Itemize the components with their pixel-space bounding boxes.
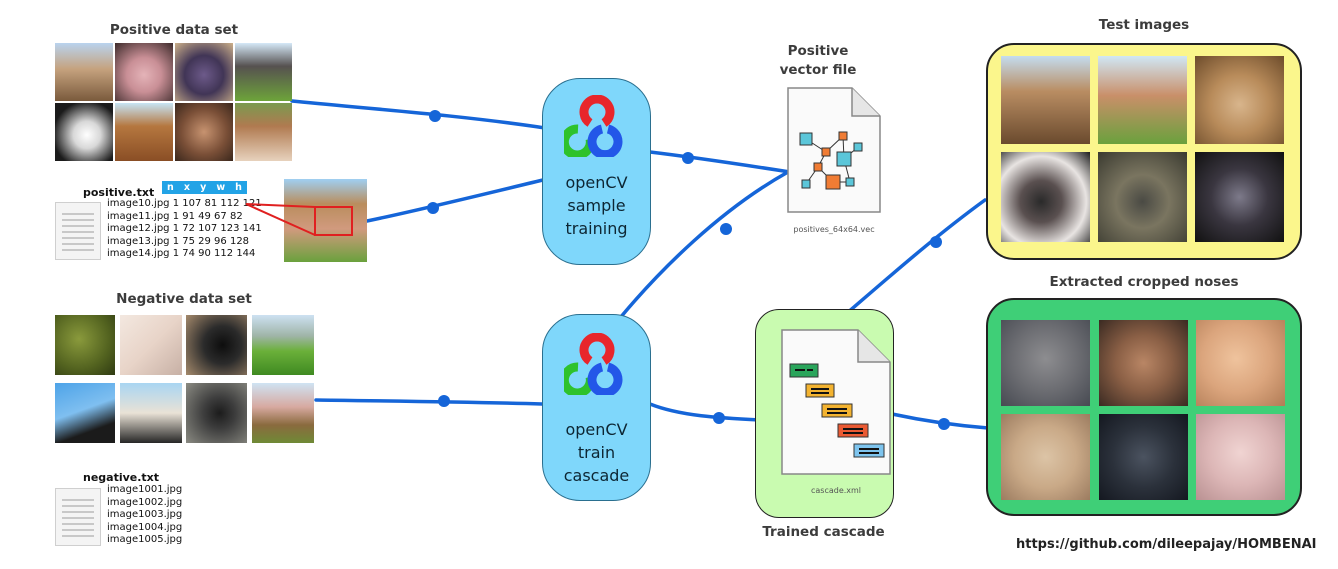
test-image-black-cow	[1195, 152, 1284, 242]
cascade-document-icon	[781, 329, 891, 475]
connector-negative-set-to-train-cascade	[314, 398, 544, 406]
train-cascade-label-3: cascade	[563, 466, 630, 485]
positive-txt-line: image12.jpg 1 72 107 123 141	[107, 223, 262, 235]
positive-txt-filename: positive.txt	[83, 186, 155, 199]
cow-looking-photo	[175, 103, 233, 161]
code-blocks-icon	[789, 363, 885, 458]
header-h: h	[235, 182, 242, 193]
connector-dot	[930, 236, 942, 248]
cow-eye-photo	[186, 383, 247, 443]
connector-positive-set-to-sample-training	[290, 99, 547, 130]
vector-file-title-line-1: Positive	[787, 43, 849, 59]
nose-crop-pink	[1196, 414, 1285, 500]
connector-dot	[438, 395, 450, 407]
test-image-cow-group	[1001, 56, 1090, 144]
cow-bw-face-photo	[55, 103, 113, 161]
vector-file-title-line-2: vector file	[779, 62, 857, 78]
nose-crop-tan	[1196, 320, 1285, 406]
annotation-highlight	[245, 203, 353, 236]
cropped-noses-panel	[986, 298, 1302, 516]
positive-txt-line: image10.jpg 1 107 81 112 121	[107, 198, 262, 209]
connector-annotation-image-to-sample-training	[365, 178, 545, 223]
connector-dot	[938, 418, 950, 430]
header-y: y	[200, 182, 207, 193]
negative-txt-line: image1001.jpg	[107, 484, 183, 495]
connector-train-cascade-to-trained-cascade	[648, 402, 762, 422]
cow-ear-sky-photo	[55, 383, 115, 443]
grass-texture-photo	[55, 315, 115, 375]
nose-crop-grey	[1001, 320, 1090, 406]
sample-training-label-1: openCV	[565, 173, 628, 192]
annotation-header-bar: n x y w h	[162, 181, 247, 194]
cow-face-photo	[55, 43, 113, 101]
header-x: x	[183, 182, 190, 193]
trained-cascade-title: Trained cascade	[762, 524, 885, 540]
header-n: n	[167, 182, 174, 193]
nose-crop-dark	[1099, 414, 1188, 500]
calf-face-photo	[235, 103, 292, 161]
positive-txt-lines: image10.jpg 1 107 81 112 121 image11.jpg…	[107, 198, 262, 261]
test-image-grey-cow	[1098, 152, 1187, 242]
negative-txt-document-icon	[55, 488, 101, 546]
negative-txt-filename: negative.txt	[83, 471, 160, 484]
cow-nose-closeup-photo	[115, 43, 173, 101]
negative-txt-lines: image1001.jpg image1002.jpg image1003.jp…	[107, 484, 182, 547]
positive-txt-document-icon	[55, 202, 101, 260]
sample-training-label-2: sample	[567, 196, 626, 215]
train-cascade-label-1: openCV	[565, 420, 628, 439]
github-url-text: https://github.com/dileepajay/HOMBENAI	[1016, 537, 1317, 552]
meadow-landscape-photo	[252, 315, 314, 375]
train-cascade-label-2: train	[577, 443, 616, 462]
train-cascade-process-box: openCV train cascade	[542, 314, 651, 501]
connector-train-cascade-to-vector-file	[618, 170, 790, 320]
bounding-box	[314, 206, 353, 236]
negative-set-title: Negative data set	[116, 291, 252, 307]
cow-in-field-photo	[235, 43, 292, 101]
brown-cow-face-photo	[115, 103, 173, 161]
sample-training-label-3: training	[565, 219, 628, 238]
connector-sample-training-to-vector-file	[648, 150, 792, 174]
connector-dot	[427, 202, 439, 214]
cow-muzzle-photo	[175, 43, 233, 101]
vector-file-filename: positives_64x64.vec	[793, 225, 875, 234]
test-image-brown-cow	[1098, 56, 1187, 144]
connector-dot	[713, 412, 725, 424]
sample-training-process-box: openCV sample training	[542, 78, 651, 265]
connector-dot	[429, 110, 441, 122]
cow-eye-closeup-photo	[186, 315, 247, 375]
test-images-title: Test images	[1098, 17, 1190, 33]
negative-txt-line: image1003.jpg	[107, 509, 183, 521]
connector-trained-cascade-to-test-images	[830, 198, 987, 328]
positive-set-title: Positive data set	[109, 22, 239, 38]
header-w: w	[216, 182, 226, 193]
nose-crop-beige	[1001, 414, 1090, 500]
cascade-filename: cascade.xml	[810, 486, 862, 495]
cow-ear-landscape-photo	[252, 383, 314, 443]
positive-txt-line: image11.jpg 1 91 49 67 82	[107, 210, 243, 222]
positive-txt-line: image13.jpg 1 75 29 96 128	[107, 235, 250, 247]
connector-dot	[720, 223, 732, 235]
connector-dot	[682, 152, 694, 164]
test-images-panel	[986, 43, 1302, 260]
trained-cascade-panel: cascade.xml	[755, 309, 894, 518]
skin-texture-photo	[120, 315, 182, 375]
negative-txt-line: image1005.jpg	[107, 534, 183, 546]
annotated-cow-photo	[284, 179, 367, 262]
opencv-logo-icon	[564, 95, 623, 157]
cow-horn-photo	[120, 383, 182, 443]
test-image-bw-nose	[1001, 152, 1090, 242]
cropped-noses-title: Extracted cropped noses	[1049, 274, 1239, 290]
opencv-logo-icon	[564, 333, 623, 395]
vector-file-document-icon	[787, 87, 881, 213]
connector-trained-cascade-to-noses	[890, 412, 990, 430]
positive-txt-line: image14.jpg 1 74 90 112 144	[107, 248, 256, 260]
vector-file-title: Positive vector file	[770, 42, 866, 80]
nose-crop-spotted	[1099, 320, 1188, 406]
test-image-tan-cow	[1195, 56, 1284, 144]
negative-txt-line: image1004.jpg	[107, 521, 183, 533]
negative-txt-line: image1002.jpg	[107, 496, 183, 508]
